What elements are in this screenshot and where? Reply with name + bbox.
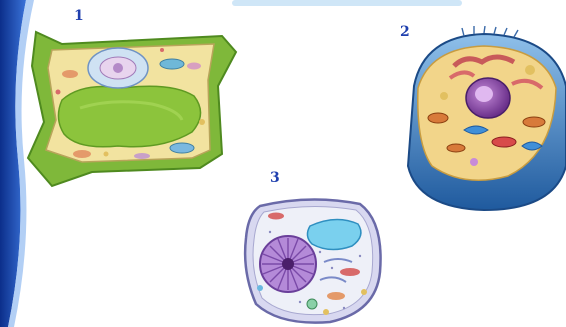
plant-cell-illustration [22,22,244,190]
animal-cell-3d-illustration [404,26,566,212]
top-decorative-strip [232,0,462,8]
animal-cell-flat-illustration [240,192,386,325]
label-3: 3 [270,170,280,186]
